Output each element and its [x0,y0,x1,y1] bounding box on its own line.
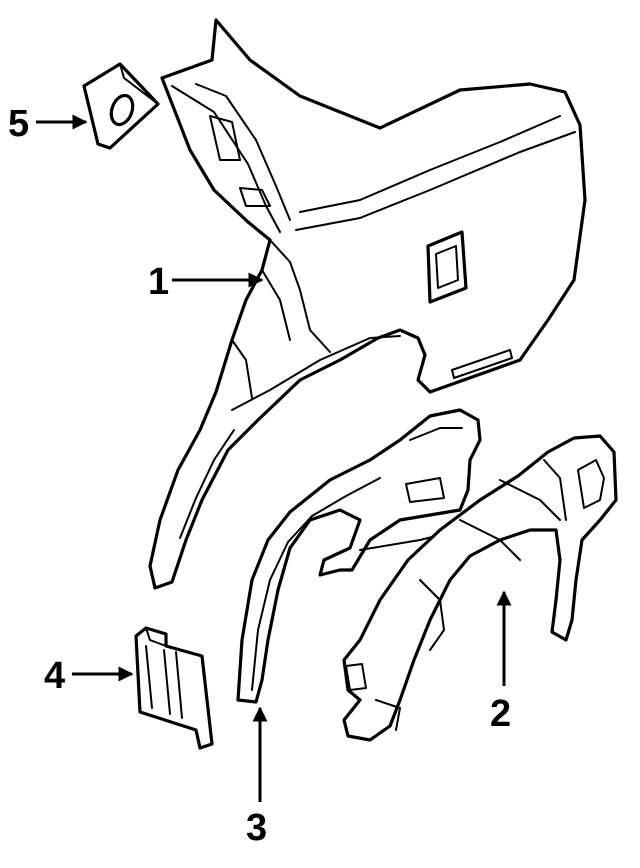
callout-3: 3 [246,807,267,849]
small-bracket-part [134,626,214,750]
callout-leaders [36,114,512,802]
callout-4: 4 [44,655,65,697]
callout-1: 1 [148,261,169,303]
callout-2: 2 [490,693,511,735]
outer-wheelhouse-part [342,434,618,742]
plate-part [82,62,160,150]
quarter-panel-part [148,18,587,590]
callout-5: 5 [8,103,29,145]
